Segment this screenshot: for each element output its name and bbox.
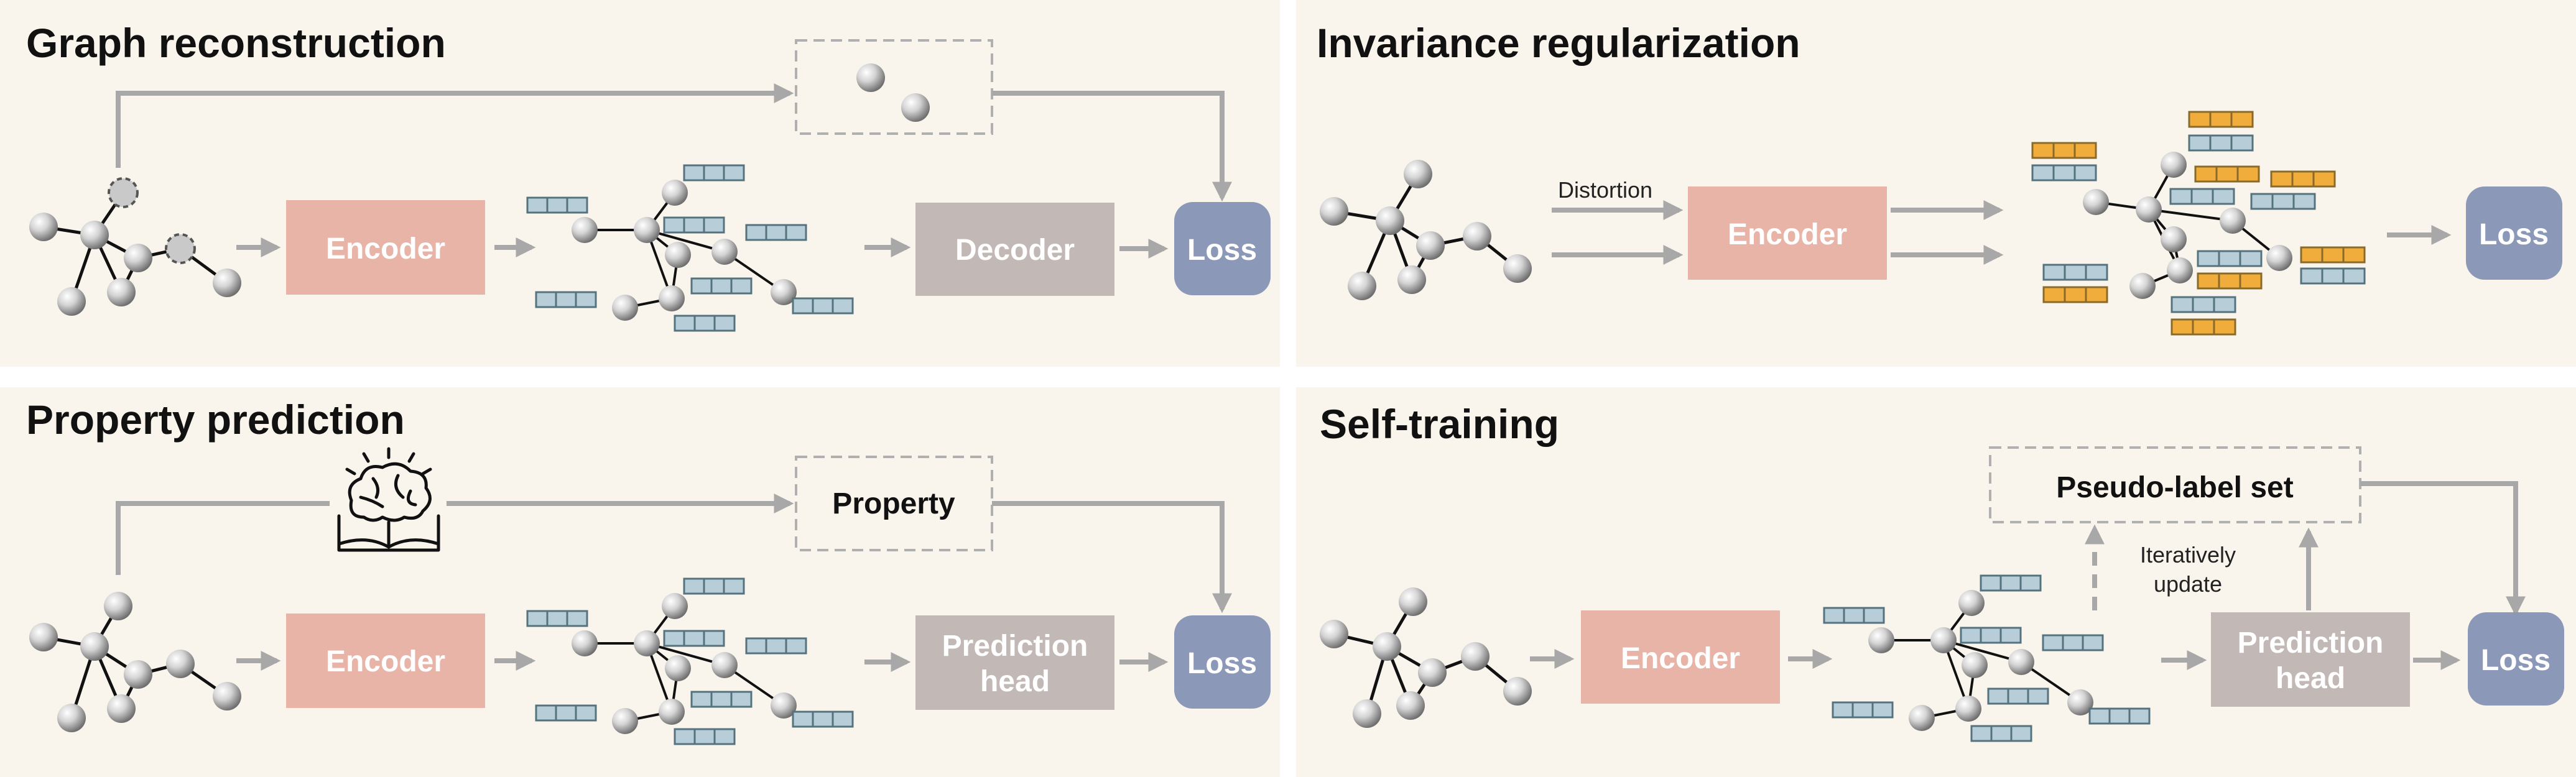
update-label: update: [2154, 571, 2222, 597]
masked-nodes-box: [795, 39, 993, 135]
brain-book-icon: [337, 447, 440, 552]
property-box: [795, 456, 993, 551]
embedding-vector-orange: [2300, 246, 2366, 264]
embedding-vector-orange: [2197, 272, 2263, 290]
embedding-vector: [526, 610, 588, 627]
prediction-head-box: [2211, 612, 2410, 707]
embedding-vector: [1960, 627, 2022, 644]
embedded-graph: [2031, 111, 2366, 336]
embedding-vector: [535, 704, 597, 722]
prediction-head-label-line1: Prediction: [942, 630, 1088, 663]
embedding-vector-orange: [2270, 170, 2336, 188]
decoder-label: Decoder: [955, 234, 1075, 267]
embedding-vector: [745, 637, 807, 655]
embedded-graph: [526, 164, 854, 332]
input-graph-nodes: [29, 177, 241, 316]
panel-property-prediction: [0, 387, 1280, 777]
embedding-vector: [683, 164, 745, 182]
embedding-vector: [1832, 701, 1894, 719]
panel-title: Self-training: [1320, 401, 1559, 447]
prediction-head-box: [915, 615, 1114, 710]
embedding-vector-orange: [2031, 142, 2097, 159]
embedding-vector: [2188, 134, 2254, 152]
embedding-vector-orange: [2194, 165, 2260, 183]
embedding-vector: [663, 216, 725, 234]
skip-arrow: [116, 501, 330, 575]
property-label: Property: [832, 487, 955, 520]
embedding-vector: [674, 728, 736, 745]
embedding-vector: [745, 224, 807, 241]
encoder-label: Encoder: [326, 232, 445, 265]
distortion-label: Distortion: [1558, 177, 1652, 203]
encoder-label: Encoder: [326, 645, 445, 678]
loss-label: Loss: [2479, 218, 2549, 251]
embedding-vector: [792, 710, 854, 728]
encoder-box: [286, 200, 485, 295]
loss-box: [2468, 612, 2564, 706]
encoder-box: [1581, 610, 1780, 704]
embedding-vector: [2042, 634, 2104, 651]
loss-label: Loss: [2481, 644, 2551, 677]
loss-label: Loss: [1187, 647, 1257, 680]
embedding-vector: [2300, 267, 2366, 285]
embedding-vector: [663, 630, 725, 647]
embedding-vector: [2197, 250, 2263, 267]
embedding-vector-orange: [2188, 111, 2254, 128]
embedding-vector: [690, 691, 753, 708]
target-arrow: [992, 501, 1232, 614]
panel-title: Invariance regularization: [1317, 20, 1800, 66]
skip-arrow: [116, 83, 794, 168]
iteratively-label: Iteratively: [2140, 542, 2236, 568]
input-graph-nodes: [1320, 587, 1532, 728]
target-arrow: [992, 91, 1232, 202]
input-graph: [1333, 173, 1519, 287]
embedding-vector: [526, 196, 588, 214]
panel-invariance-regularization: [1296, 0, 2576, 367]
embedding-vector: [674, 315, 736, 332]
embedding-vector: [1823, 607, 1885, 624]
embedding-vector-orange: [2042, 286, 2108, 303]
embedding-vector: [2031, 164, 2097, 182]
loss-box: [1174, 202, 1271, 295]
decoder-box: [915, 203, 1114, 296]
panel-self-training: [1296, 387, 2576, 777]
panel-title: Property prediction: [26, 397, 405, 443]
input-graph: [1333, 600, 1519, 714]
encoder-box: [286, 614, 485, 708]
encoder-box: [1688, 186, 1887, 280]
embedding-vector: [1987, 687, 2049, 705]
input-graph-nodes: [1320, 160, 1532, 300]
panel-title: Graph reconstruction: [26, 20, 446, 66]
embedding-vector: [2088, 707, 2151, 725]
embedding-vector: [2250, 193, 2316, 210]
embedding-vector-orange: [2171, 318, 2236, 336]
embedding-vector: [792, 297, 854, 315]
loss-box: [2466, 186, 2562, 280]
prediction-head-label-line1: Prediction: [2238, 627, 2384, 660]
embedding-vector: [683, 577, 745, 595]
prediction-head-label-line2: head: [2276, 662, 2345, 695]
embedded-graph: [526, 577, 854, 745]
embedding-vector: [535, 291, 597, 308]
masked-node: [901, 93, 930, 122]
pseudo-label-label: Pseudo-label set: [2056, 471, 2293, 504]
embedding-vector: [2171, 296, 2236, 313]
masked-node: [856, 63, 885, 92]
encoder-label: Encoder: [1728, 218, 1847, 251]
embedded-graph: [1823, 574, 2151, 742]
loss-label: Loss: [1187, 234, 1257, 267]
target-arrow: [2360, 481, 2526, 617]
embedding-vector: [2042, 264, 2108, 281]
embedding-vector: [1970, 725, 2032, 742]
loss-box: [1174, 615, 1271, 709]
embedding-vector: [690, 277, 753, 295]
embedding-vector: [2169, 188, 2235, 205]
prediction-head-label-line2: head: [980, 665, 1050, 698]
input-graph-nodes: [29, 592, 241, 732]
embedding-vector: [1980, 574, 2042, 592]
encoder-label: Encoder: [1621, 642, 1740, 675]
